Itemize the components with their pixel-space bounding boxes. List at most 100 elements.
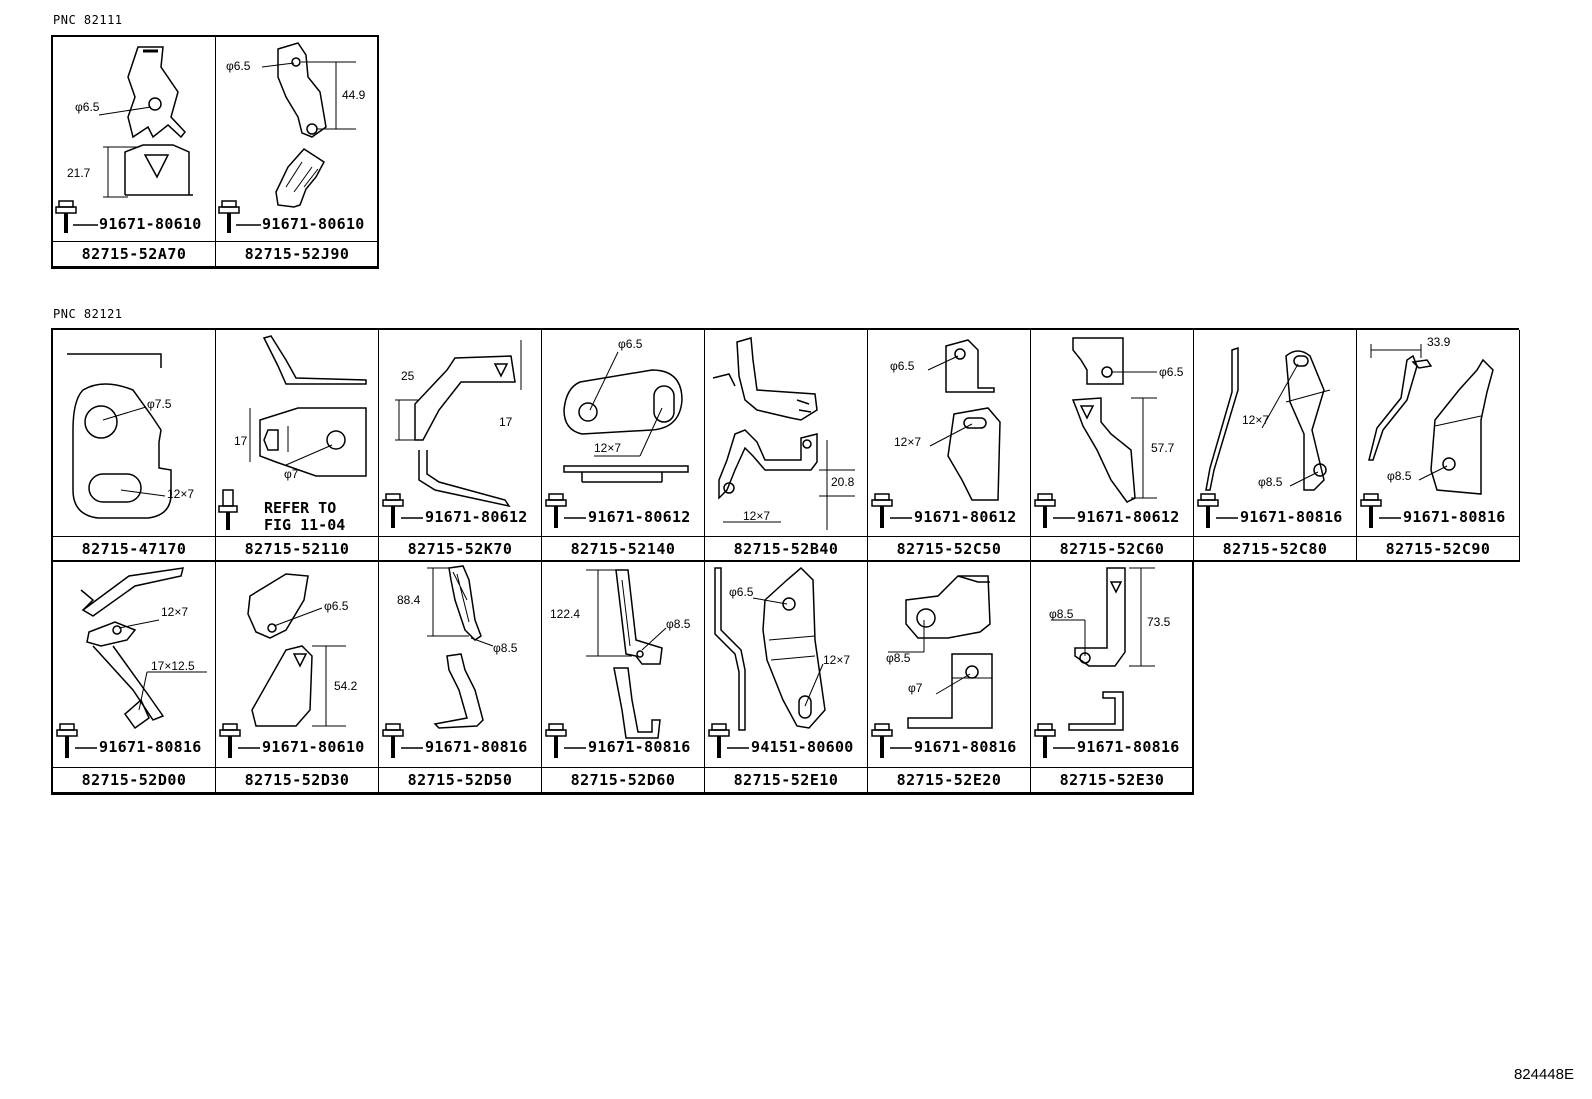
bolt-icon — [382, 493, 423, 528]
bolt-part-number: 91671-80816 — [1077, 738, 1180, 756]
parts-grid-82121-row2: 12×7 17×12.5 91671-80816 82715-52D00 φ6.… — [51, 560, 1194, 795]
dim-label: 12×7 — [161, 605, 188, 619]
bracket-drawing: φ7.5 12×7 — [67, 353, 194, 519]
pnc-label-82121: PNC 82121 — [53, 307, 123, 321]
part-cell-82715-52D00[interactable]: 12×7 17×12.5 91671-80816 82715-52D00 — [53, 560, 216, 793]
bracket-drawing: φ8.5 73.5 — [1034, 567, 1171, 758]
bolt-icon — [56, 723, 97, 758]
part-number-label: 82715-52D00 — [53, 767, 215, 792]
part-number-label: 82715-47170 — [53, 536, 215, 561]
pnc-label-82111: PNC 82111 — [53, 13, 123, 27]
part-number-label: 82715-52E20 — [868, 767, 1030, 792]
bracket-drawing: 12×7 17×12.5 — [56, 567, 207, 758]
part-cell-82715-52E20[interactable]: φ8.5 φ7 91671-80816 82715-52E20 — [868, 560, 1031, 793]
part-cell-82715-47170[interactable]: φ7.5 12×7 82715-47170 — [53, 330, 216, 562]
dim-label: φ6.5 — [618, 337, 643, 351]
part-cell-82715-52C80[interactable]: 12×7 φ8.5 91671-80816 82715-52C80 — [1194, 330, 1357, 562]
dim-label: 20.8 — [831, 475, 855, 489]
part-cell-82715-52K70[interactable]: 25 17 91671-80612 82715-52K70 — [379, 330, 542, 562]
part-cell-82715-52E10[interactable]: φ6.5 12×7 94151-80600 82715-52E10 — [705, 560, 868, 793]
part-cell-82715-52C50[interactable]: φ6.5 12×7 91671-80612 82715-52C50 — [868, 330, 1031, 562]
dim-label: φ7 — [284, 467, 299, 481]
dim-label: 12×7 — [823, 653, 850, 667]
bolt-part-number: 91671-80612 — [425, 508, 528, 526]
bolt-icon — [708, 723, 749, 758]
bolt-part-number: 91671-80816 — [1240, 508, 1343, 526]
bolt-icon — [219, 723, 260, 758]
dim-label: 12×7 — [167, 487, 194, 501]
dim-label: 73.5 — [1147, 615, 1171, 629]
part-cell-82715-52D60[interactable]: φ8.5 122.4 91671-80816 82715-52D60 — [542, 560, 705, 793]
dim-label: φ8.5 — [1049, 607, 1074, 621]
part-number-label: 82715-52C60 — [1031, 536, 1193, 561]
part-number-label: 82715-52K70 — [379, 536, 541, 561]
bolt-part-number: 91671-80816 — [425, 738, 528, 756]
bolt-part-number: 91671-80816 — [588, 738, 691, 756]
parts-grid-82111: φ6.5 21.7 91671-80610 82715-52A70 φ6.5 — [51, 35, 379, 269]
dim-label: 17 — [234, 434, 248, 448]
bracket-drawing: 12×7 φ8.5 — [1197, 346, 1331, 528]
dim-label: 88.4 — [397, 593, 421, 607]
part-number-label: 82715-52110 — [216, 536, 378, 561]
bracket-drawing: 88.4 φ8.5 — [382, 565, 518, 758]
part-number-label: 82715-52C50 — [868, 536, 1030, 561]
dim-label: 12×7 — [594, 441, 621, 455]
dim-label: 25 — [401, 369, 415, 383]
bolt-icon — [218, 200, 261, 233]
part-cell-82715-52D50[interactable]: 88.4 φ8.5 91671-80816 82715-52D50 — [379, 560, 542, 793]
part-cell-82715-52110[interactable]: 17 φ7 REFER TO FIG 11-04 82715-52110 — [216, 330, 379, 562]
bracket-drawing: φ6.5 54.2 — [219, 573, 358, 758]
dim-label: 54.2 — [334, 679, 358, 693]
bolt-part-number: 94151-80600 — [751, 738, 854, 756]
dim-label: 122.4 — [550, 607, 580, 621]
bracket-drawing: 25 17 — [382, 340, 522, 528]
bolt-icon — [1034, 493, 1075, 528]
part-cell-82715-52C90[interactable]: 33.9 φ8.5 91671-80816 82715-52C90 — [1357, 330, 1520, 562]
bracket-drawing: φ6.5 12×7 — [708, 566, 850, 758]
bolt-icon — [1197, 493, 1238, 528]
part-number-label: 82715-52C90 — [1357, 536, 1519, 561]
part-number-label: 82715-52D50 — [379, 767, 541, 792]
part-number-label: 82715-52D30 — [216, 767, 378, 792]
dim-label: 21.7 — [67, 166, 91, 180]
dim-label: φ8.5 — [1387, 469, 1412, 483]
part-cell-82715-52D30[interactable]: φ6.5 54.2 91671-80610 82715-52D30 — [216, 560, 379, 793]
bolt-icon — [55, 200, 98, 233]
bolt-part-number: 91671-80612 — [588, 508, 691, 526]
bolt-part-number: 91671-80610 — [99, 215, 202, 233]
dim-label: φ8.5 — [1258, 475, 1283, 489]
bolt-part-number: 91671-80816 — [99, 738, 202, 756]
bolt-icon — [1034, 723, 1075, 758]
bracket-drawing: φ6.5 21.7 — [55, 46, 193, 233]
bolt-part-number: 91671-80610 — [262, 738, 365, 756]
part-cell-82715-52C60[interactable]: φ6.5 57.7 91671-80612 82715-52C60 — [1031, 330, 1194, 562]
dim-label: φ6.5 — [226, 59, 251, 73]
bracket-drawing: φ8.5 122.4 — [545, 569, 691, 758]
part-number-label: 82715-52140 — [542, 536, 704, 561]
bolt-part-number: 91671-80816 — [914, 738, 1017, 756]
bracket-drawing: φ6.5 57.7 — [1034, 337, 1184, 528]
dim-label: 57.7 — [1151, 441, 1175, 455]
bracket-drawing: φ8.5 φ7 — [871, 575, 993, 758]
part-cell-82715-52J90[interactable]: φ6.5 44.9 91671-80610 82715-52J90 — [216, 37, 379, 267]
dim-label: φ6.5 — [75, 100, 100, 114]
dim-label: φ6.5 — [890, 359, 915, 373]
bolt-icon — [218, 489, 238, 530]
part-cell-82715-52A70[interactable]: φ6.5 21.7 91671-80610 82715-52A70 — [53, 37, 216, 267]
part-cell-82715-52140[interactable]: φ6.5 12×7 91671-80612 82715-52140 — [542, 330, 705, 562]
dim-label: 12×7 — [1242, 413, 1269, 427]
figure-code: 824448E — [1513, 1066, 1574, 1083]
dim-label: φ7.5 — [147, 397, 172, 411]
part-number-label: 82715-52E10 — [705, 767, 867, 792]
bolt-icon — [1360, 493, 1401, 528]
dim-label: 12×7 — [743, 509, 770, 523]
bolt-icon — [382, 723, 423, 758]
part-cell-82715-52E30[interactable]: φ8.5 73.5 91671-80816 82715-52E30 — [1031, 560, 1194, 793]
part-number-label: 82715-52D60 — [542, 767, 704, 792]
bolt-part-number: 91671-80612 — [1077, 508, 1180, 526]
part-cell-82715-52B40[interactable]: 20.8 12×7 82715-52B40 — [705, 330, 868, 562]
parts-grid-82121-row1: φ7.5 12×7 82715-47170 17 φ7 REFER TO FIG… — [51, 328, 1520, 562]
dim-label: 33.9 — [1427, 335, 1451, 349]
dim-label: 12×7 — [894, 435, 921, 449]
bracket-drawing: φ6.5 12×7 — [545, 337, 689, 528]
